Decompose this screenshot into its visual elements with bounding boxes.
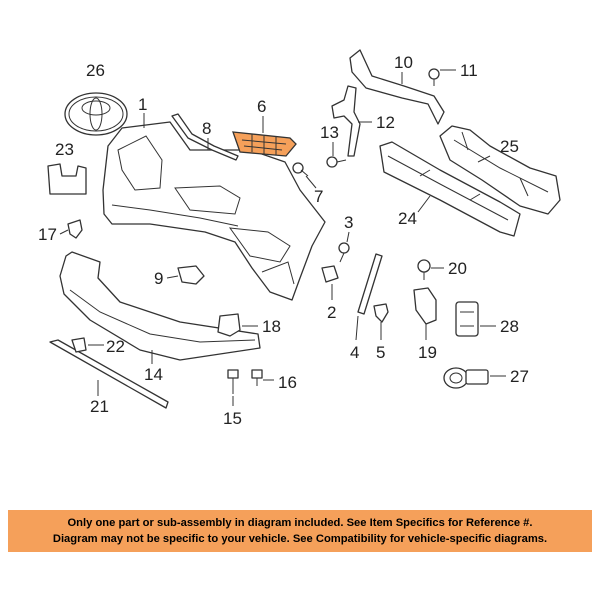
molding-strip-part-8 <box>171 113 239 161</box>
callout-27: 27 <box>510 367 529 386</box>
disclaimer-line-2: Diagram may not be specific to your vehi… <box>52 533 548 545</box>
callout-4: 4 <box>350 343 359 362</box>
callout-6: 6 <box>257 97 266 116</box>
bolt-part-3 <box>338 242 350 263</box>
parking-sensor-part-27 <box>443 367 489 389</box>
bolt-part-11 <box>428 68 440 86</box>
callout-19: 19 <box>418 343 437 362</box>
callout-8: 8 <box>202 119 211 138</box>
molding-part-21 <box>49 339 169 409</box>
reinforcement-part-24 <box>379 141 521 237</box>
bracket-part-18 <box>217 313 241 337</box>
bolt-part-13 <box>326 156 347 168</box>
callout-25: 25 <box>500 137 519 156</box>
clip-part-20 <box>417 259 431 280</box>
callout-16: 16 <box>278 373 297 392</box>
screw-part-7 <box>292 162 309 177</box>
callout-13: 13 <box>320 123 339 142</box>
absorber-part-25 <box>439 125 561 215</box>
bracket-part-10 <box>349 49 445 125</box>
callout-24: 24 <box>398 209 417 228</box>
callout-10: 10 <box>394 53 413 72</box>
callout-15: 15 <box>223 409 242 428</box>
sensor-bracket-part-28 <box>455 301 479 337</box>
callout-2: 2 <box>327 303 336 322</box>
callout-21: 21 <box>90 397 109 416</box>
callout-12: 12 <box>376 113 395 132</box>
callout-20: 20 <box>448 259 467 278</box>
callout-9: 9 <box>154 269 163 288</box>
bracket-part-19 <box>413 287 437 325</box>
bolt-part-15 <box>227 369 239 394</box>
callout-14: 14 <box>144 365 163 384</box>
callout-5: 5 <box>376 343 385 362</box>
lower-spoiler-part-14 <box>59 251 261 361</box>
disclaimer-banner: Only one part or sub-assembly in diagram… <box>8 510 592 552</box>
toyota-emblem-part-26 <box>64 92 128 136</box>
screw-part-16 <box>251 369 263 386</box>
callout-17: 17 <box>38 225 57 244</box>
callout-18: 18 <box>262 317 281 336</box>
retainer-part-5 <box>373 303 389 323</box>
callout-11: 11 <box>460 61 478 80</box>
clip-part-17 <box>67 219 83 239</box>
callout-22: 22 <box>106 337 125 356</box>
parts-diagram: 26 1 8 6 7 23 17 9 14 <box>38 49 561 428</box>
clip-part-2 <box>321 265 339 283</box>
bracket-part-12 <box>331 85 361 157</box>
callout-3: 3 <box>344 213 353 232</box>
callout-26: 26 <box>86 61 105 80</box>
strip-part-4 <box>357 253 383 315</box>
cover-part-9 <box>177 265 205 285</box>
bumper-cover-part-1 <box>102 121 326 301</box>
clip-part-22 <box>71 337 87 353</box>
callout-7: 7 <box>314 187 323 206</box>
highlighted-bracket-part-6 <box>232 131 297 157</box>
callout-28: 28 <box>500 317 519 336</box>
callout-23: 23 <box>55 140 74 159</box>
disclaimer-line-1: Only one part or sub-assembly in diagram… <box>67 517 533 529</box>
bracket-part-23 <box>47 163 87 195</box>
callout-1: 1 <box>138 95 147 114</box>
